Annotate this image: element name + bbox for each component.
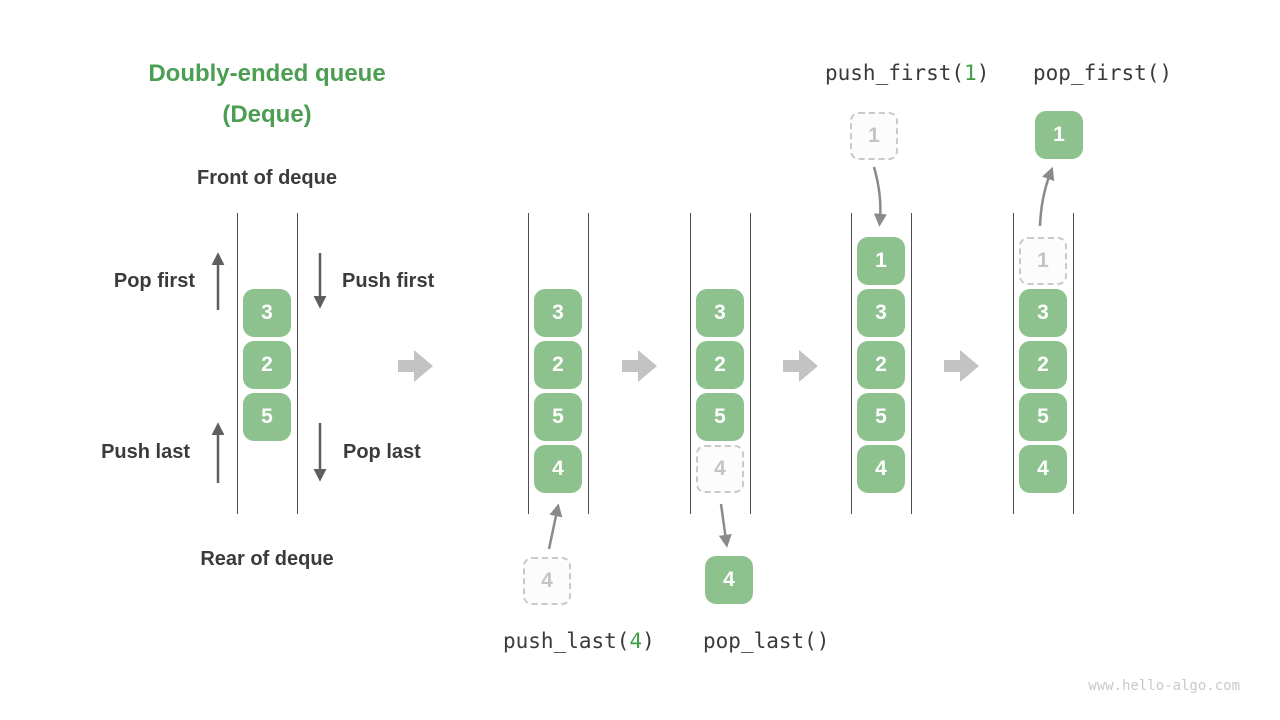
queue-state-pop-first: 1 3 2 5 4: [1013, 213, 1074, 514]
rear-of-deque-label: Rear of deque: [200, 548, 334, 570]
queue-state-initial: 3 2 5: [237, 213, 298, 514]
queue-cell: 2: [857, 341, 905, 389]
queue-cell: 5: [696, 393, 744, 441]
queue-state-push-first: 1 3 2 5 4: [851, 213, 912, 514]
queue-cell: 4: [534, 445, 582, 493]
queue-cell: 5: [243, 393, 291, 441]
op-push-last-pre: push_last(: [503, 629, 630, 653]
pop-last-popped-cell: 4: [705, 556, 753, 604]
op-push-first-arg: 1: [964, 61, 977, 85]
queue-cell: 2: [243, 341, 291, 389]
op-push-last-arg: 4: [629, 629, 643, 653]
step-arrow-right-icon: [622, 350, 657, 382]
step-arrow-right-icon: [783, 350, 818, 382]
queue-cell: 5: [857, 393, 905, 441]
pop-first-popped-cell: 1: [1035, 111, 1083, 159]
queue-cell: 5: [1019, 393, 1067, 441]
watermark: www.hello-algo.com: [1088, 678, 1240, 694]
queue-state-push-last: 3 2 5 4: [528, 213, 589, 514]
diagram-title: Doubly-ended queue (Deque): [117, 53, 417, 135]
title-line-1: Doubly-ended queue: [148, 60, 386, 87]
queue-state-pop-last: 3 2 5 4: [690, 213, 751, 514]
step-arrow-right-icon: [944, 350, 979, 382]
op-label-pop-first: pop_first(): [1033, 61, 1173, 85]
front-of-deque-label: Front of deque: [197, 167, 337, 189]
queue-leaving-cell: 4: [696, 445, 744, 493]
queue-cell: 5: [534, 393, 582, 441]
step-arrow-right-icon: [398, 350, 433, 382]
queue-cell: 3: [243, 289, 291, 337]
op-push-first-pre: push_first(: [825, 61, 965, 85]
op-label-push-last: push_last(4): [503, 629, 655, 653]
op-push-first-post: ): [976, 61, 990, 85]
title-line-2: (Deque): [222, 101, 312, 128]
pop-last-label: Pop last: [343, 441, 421, 463]
queue-cell: 2: [1019, 341, 1067, 389]
queue-leaving-cell: 1: [1019, 237, 1067, 285]
queue-cell: 3: [534, 289, 582, 337]
queue-cell: 2: [696, 341, 744, 389]
push-first-label: Push first: [342, 270, 435, 292]
push-last-op-arrow-icon: [547, 503, 563, 550]
push-last-incoming-cell: 4: [523, 557, 571, 605]
queue-cell: 1: [857, 237, 905, 285]
op-label-pop-last: pop_last(): [703, 629, 830, 653]
queue-cell: 3: [857, 289, 905, 337]
push-last-label: Push last: [101, 441, 190, 463]
queue-cell: 4: [1019, 445, 1067, 493]
queue-cell: 3: [1019, 289, 1067, 337]
push-first-op-arrow-icon: [872, 166, 887, 227]
queue-cell: 3: [696, 289, 744, 337]
op-label-push-first: push_first(1): [825, 61, 989, 85]
pop-first-label: Pop first: [113, 270, 195, 292]
op-push-last-post: ): [642, 629, 655, 653]
queue-cell: 4: [857, 445, 905, 493]
push-first-incoming-cell: 1: [850, 112, 898, 160]
queue-cell: 2: [534, 341, 582, 389]
